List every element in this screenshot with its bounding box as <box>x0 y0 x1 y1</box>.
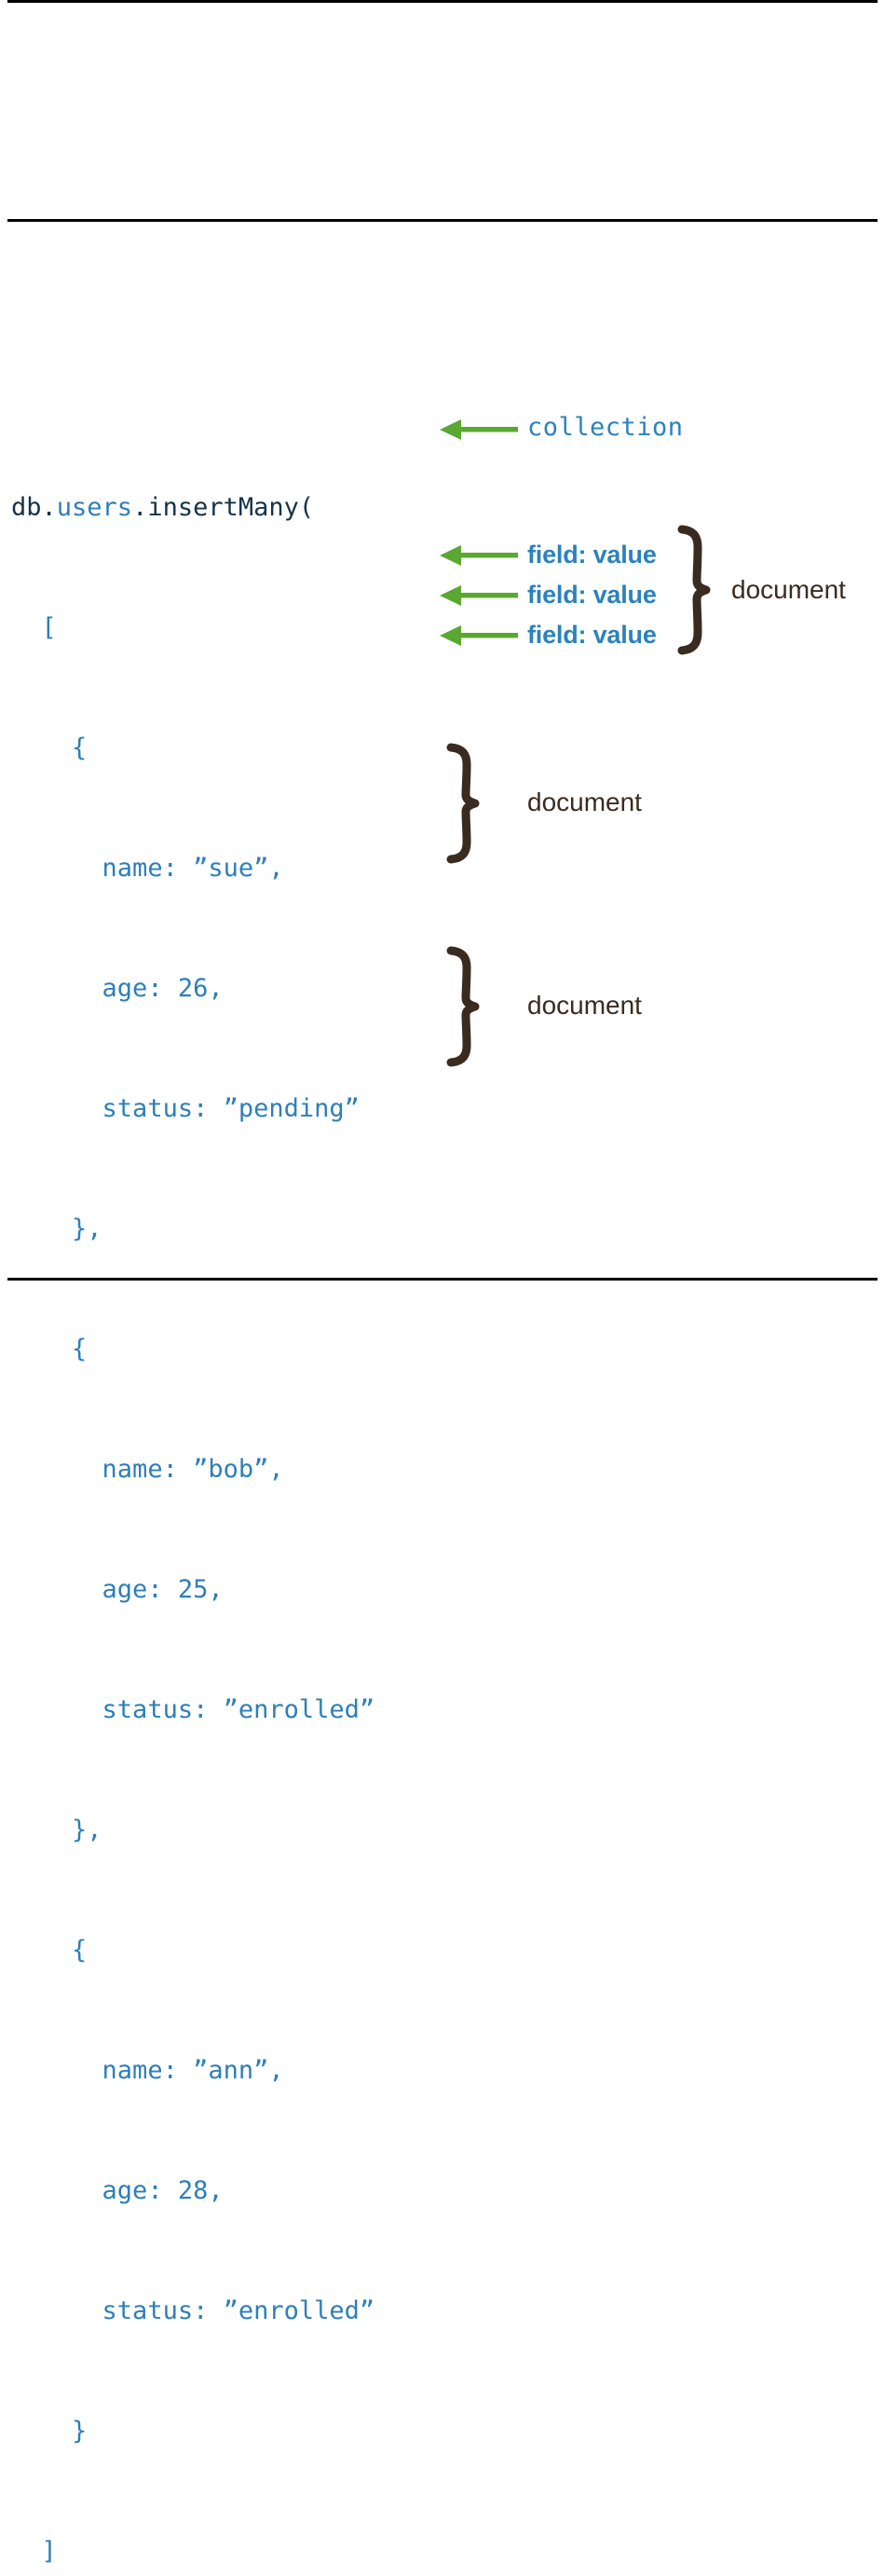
annotation-label-field-value-1: field: value <box>527 541 657 569</box>
code-line-doc1-age: age: 26, <box>11 968 374 1008</box>
code-indent <box>11 613 42 642</box>
code-field-age: age: 25, <box>102 1575 224 1604</box>
code-line-doc3-status: status: ”enrolled” <box>11 2291 375 2331</box>
code-indent <box>11 854 102 883</box>
code-line-doc1-status: status: ”pending” <box>11 1089 374 1129</box>
code-token-bracket-close: ] <box>41 2537 57 2566</box>
arrow-left-icon-collection <box>438 418 518 442</box>
annotation-label-collection: collection <box>527 413 684 442</box>
code-line-doc2-status: status: ”enrolled” <box>11 1690 375 1730</box>
code-indent <box>11 2417 72 2446</box>
annotation-label-document-3: document <box>527 991 642 1020</box>
code-token-brace-open: { <box>72 1936 88 1965</box>
code-field-status: status: ”pending” <box>102 1094 360 1123</box>
code-indent <box>11 2296 102 2325</box>
code-token-brace-close: } <box>72 2417 88 2446</box>
code-token-method: insertMany <box>147 493 299 522</box>
code-indent <box>11 1936 72 1965</box>
code-token-dot: . <box>132 493 148 522</box>
code-token-db: db. <box>11 493 57 522</box>
code-line-doc1-name: name: ”sue”, <box>11 848 374 888</box>
code-indent <box>11 2537 42 2566</box>
code-line-doc2-open: { <box>11 1329 374 1369</box>
page-canvas: db.users.insertMany( [ { name: ”sue”, ag… <box>7 0 878 2566</box>
code-indent <box>11 1816 72 1844</box>
code-line-call: db.users.insertMany( <box>11 487 374 528</box>
code-token-bracket-open: [ <box>41 613 57 642</box>
arrow-left-icon-field-3 <box>438 623 518 648</box>
code-line-array-close: ] <box>11 2531 374 2571</box>
code-line-doc3-age: age: 28, <box>11 2171 374 2211</box>
header-rule <box>7 219 878 222</box>
code-field-name: name: ”ann”, <box>102 2056 284 2085</box>
code-indent <box>11 1575 102 1604</box>
code-indent <box>11 1335 72 1363</box>
code-field-name: name: ”sue”, <box>102 854 284 883</box>
code-token-brace-open: { <box>72 1335 88 1363</box>
annotation-label-document-1: document <box>731 575 846 604</box>
annotation-label-document-2: document <box>527 788 642 816</box>
arrow-left-icon-field-2 <box>438 583 518 608</box>
code-line-doc2-name: name: ”bob”, <box>11 1449 374 1489</box>
code-line-doc1-close: }, <box>11 1209 374 1249</box>
arrow-left-icon-field-1 <box>438 543 518 568</box>
code-field-status: status: ”enrolled” <box>102 2296 375 2325</box>
code-line-array-open: [ <box>11 608 374 648</box>
annotation-label-field-value-2: field: value <box>527 581 657 609</box>
curly-brace-icon-document-3 <box>442 946 496 1067</box>
code-indent <box>11 2176 102 2205</box>
top-rule <box>7 0 878 3</box>
code-field-status: status: ”enrolled” <box>102 1695 375 1724</box>
code-field-age: age: 28, <box>102 2176 224 2205</box>
code-field-name: name: ”bob”, <box>102 1455 284 1484</box>
code-indent <box>11 2056 102 2085</box>
code-indent <box>11 1455 102 1484</box>
code-indent <box>11 974 102 1003</box>
curly-brace-icon-document-2 <box>442 743 496 864</box>
code-line-doc2-close: }, <box>11 1810 374 1850</box>
code-field-age: age: 26, <box>102 974 224 1003</box>
code-indent <box>11 1094 102 1123</box>
code-token-paren-open: ( <box>298 493 315 522</box>
code-line-doc3-name: name: ”ann”, <box>11 2050 374 2090</box>
footer-rule <box>7 1278 878 1281</box>
code-block: db.users.insertMany( [ { name: ”sue”, ag… <box>11 407 374 2576</box>
code-token-brace-open: { <box>72 733 88 762</box>
code-line-doc2-age: age: 25, <box>11 1569 374 1610</box>
code-token-collection: users <box>56 493 133 522</box>
code-indent <box>11 1695 102 1724</box>
annotation-label-field-value-3: field: value <box>527 621 657 649</box>
code-line-doc3-close: } <box>11 2411 374 2451</box>
code-token-brace-close: }, <box>72 1214 102 1243</box>
code-indent <box>11 1214 72 1243</box>
code-line-doc1-open: { <box>11 728 374 768</box>
code-indent <box>11 733 72 762</box>
curly-brace-icon-document-1 <box>673 525 727 655</box>
code-line-doc3-open: { <box>11 1930 374 1970</box>
code-token-brace-close: }, <box>72 1816 102 1844</box>
